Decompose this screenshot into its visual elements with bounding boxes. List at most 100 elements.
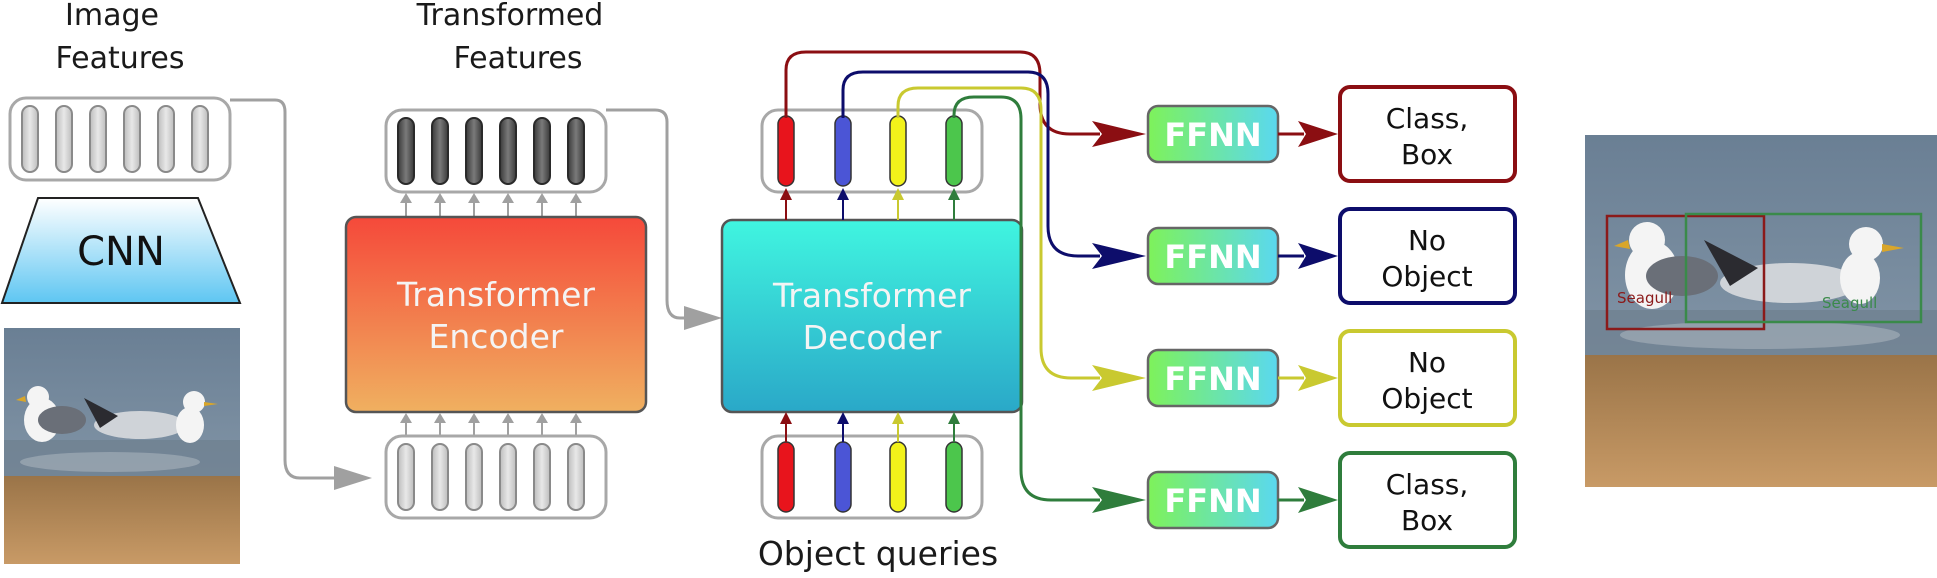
query-route-3	[896, 86, 1100, 380]
image-feature-pill-3	[89, 105, 107, 173]
query-route-arrowhead-4	[1092, 487, 1146, 513]
query-arrow-head-3	[892, 412, 904, 424]
query-arrow-head-4	[948, 412, 960, 424]
detection-label-1: Seagull	[1617, 289, 1672, 307]
image-features-to-encoder-arrow	[230, 98, 340, 480]
transformed-features-label-1: Transformed	[416, 0, 604, 33]
transformed-feature-pill-6	[567, 117, 585, 185]
seagull-photo	[4, 328, 240, 564]
decoder-arrow-head-1	[780, 188, 792, 200]
image-feature-pill-2	[55, 105, 73, 173]
detection-box-2	[1684, 212, 1923, 324]
encoder-bottom-arrow-head-2	[434, 413, 446, 423]
encoder-input-pill-3	[465, 443, 483, 511]
object-query-pill-1	[777, 441, 795, 513]
image-features-stack	[8, 96, 232, 182]
image-feature-pill-4	[123, 105, 141, 173]
cnn-block: CNN	[0, 197, 242, 304]
object-queries-label: Object queries	[758, 534, 998, 573]
transformed-features-label-2: Features	[454, 41, 583, 76]
encoder-input-stack	[384, 434, 608, 520]
decoder-output-pill-4	[945, 115, 963, 187]
query-arrow-head-1	[780, 412, 792, 424]
query-route-4	[952, 95, 1100, 502]
encoder-top-arrow-head-5	[536, 193, 548, 203]
decoder-label-2: Decoder	[803, 318, 942, 357]
ffnn-label-4: FFNN	[1164, 482, 1261, 520]
object-query-pill-2	[834, 441, 852, 513]
encoder-input-pill-4	[499, 443, 517, 511]
decoder-output-pill-1	[777, 115, 795, 187]
transformed-feature-pill-5	[533, 117, 551, 185]
encoder-top-arrow-head-1	[400, 193, 412, 203]
ffnn-out-arrowhead-4	[1298, 487, 1338, 513]
output-box-4	[1338, 451, 1517, 549]
output-line2-1: Box	[1401, 138, 1453, 171]
image-feature-pill-6	[191, 105, 209, 173]
output-line1-2: No	[1408, 224, 1446, 257]
decoder-arrow-head-3	[892, 188, 904, 200]
encoder-bottom-arrow-head-3	[468, 413, 480, 423]
ffnn-out-arrowhead-2	[1298, 243, 1338, 269]
transformed-feature-pill-2	[431, 117, 449, 185]
encoder-up-arrows-top	[400, 193, 582, 217]
seagull-detection-photo: Seagull Seagull	[1585, 135, 1937, 487]
ffnn-label-2: FFNN	[1164, 238, 1261, 276]
encoder-input-pill-5	[533, 443, 551, 511]
output-line2-3: Object	[1381, 382, 1472, 415]
transformed-features-stack	[384, 108, 608, 194]
encoder-up-arrows-bottom	[400, 413, 582, 436]
image-feature-pill-5	[157, 105, 175, 173]
decoder-output-pill-2	[834, 115, 852, 187]
transformed-feature-pill-4	[499, 117, 517, 185]
output-line2-4: Box	[1401, 504, 1453, 537]
encoder-input-pill-6	[567, 443, 585, 511]
ffnn-label-3: FFNN	[1164, 360, 1261, 398]
encoder-input-pill-2	[431, 443, 449, 511]
encoder-input-pill-1	[397, 443, 415, 511]
output-box-2	[1338, 207, 1517, 305]
transformer-decoder-block: Transformer Decoder	[720, 218, 1024, 414]
encoder-label-1: Transformer	[396, 275, 595, 314]
output-line1-3: No	[1408, 346, 1446, 379]
encoder-bottom-arrow-head-1	[400, 413, 412, 423]
decoder-output-pill-3	[889, 115, 907, 187]
output-line2-2: Object	[1381, 260, 1472, 293]
transformer-encoder-block: Transformer Encoder	[344, 215, 648, 414]
output-box-3	[1338, 329, 1517, 427]
encoder-top-arrow-head-6	[570, 193, 582, 203]
ffnn-label-1: FFNN	[1164, 116, 1261, 154]
decoder-arrow-head-2	[837, 188, 849, 200]
query-arrow-head-2	[837, 412, 849, 424]
query-route-arrowhead-2	[1092, 243, 1146, 269]
query-route-arrowhead-1	[1092, 121, 1146, 147]
object-query-pill-3	[889, 441, 907, 513]
encoder-to-decoder-arrow	[606, 108, 690, 320]
transformed-feature-pill-1	[397, 117, 415, 185]
output-line1-1: Class,	[1386, 102, 1469, 135]
encoder-top-arrow-head-2	[434, 193, 446, 203]
encoder-top-arrow-head-3	[468, 193, 480, 203]
cnn-label: CNN	[77, 229, 165, 275]
encoder-label-2: Encoder	[429, 317, 564, 356]
decoder-label-1: Transformer	[772, 276, 971, 315]
image-features-label-1: Image	[65, 0, 159, 33]
encoder-top-arrow-head-4	[502, 193, 514, 203]
ffnn-out-arrowhead-3	[1298, 365, 1338, 391]
decoder-output-stack	[760, 108, 984, 194]
decoder-arrow-head-4	[948, 188, 960, 200]
image-features-label-2: Features	[56, 41, 185, 76]
query-route-arrowhead-3	[1092, 365, 1146, 391]
image-feature-pill-1	[21, 105, 39, 173]
detection-label-2: Seagull	[1822, 294, 1877, 312]
encoder-bottom-arrow-head-6	[570, 413, 582, 423]
query-route-2	[841, 70, 1100, 258]
ffnn-out-arrowhead-1	[1298, 121, 1338, 147]
output-box-1	[1338, 85, 1517, 183]
object-query-pill-4	[945, 441, 963, 513]
encoder-bottom-arrow-head-5	[536, 413, 548, 423]
output-line1-4: Class,	[1386, 468, 1469, 501]
encoder-bottom-arrow-head-4	[502, 413, 514, 423]
object-queries-stack	[760, 434, 984, 520]
